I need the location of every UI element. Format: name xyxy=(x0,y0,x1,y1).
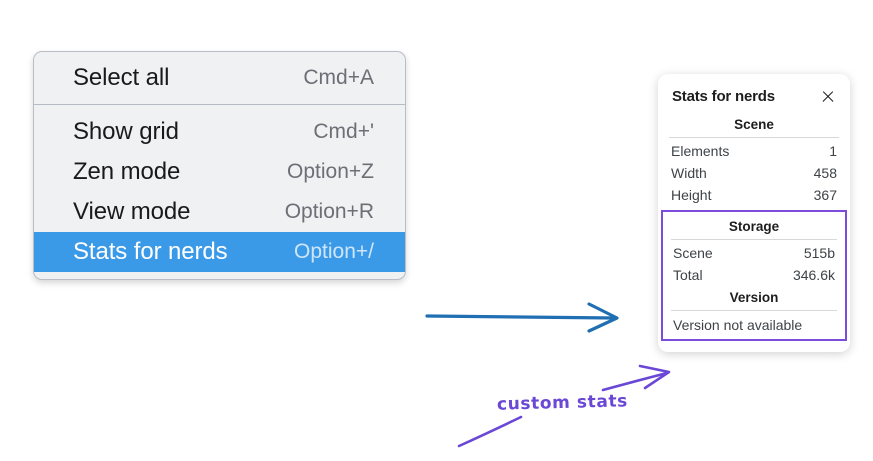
context-menu: Select all Cmd+A Show grid Cmd+' Zen mod… xyxy=(33,51,406,280)
version-text: Version not available xyxy=(673,317,803,333)
menu-item-view-mode-label: View mode xyxy=(73,198,191,225)
version-section-heading: Version xyxy=(729,290,779,305)
storage-section-heading: Storage xyxy=(728,219,780,234)
stat-key-elements: Elements xyxy=(671,143,730,159)
purple-arrow-icon xyxy=(601,364,671,392)
menu-item-stats-for-nerds-label: Stats for nerds xyxy=(73,238,228,265)
stats-panel-title: Stats for nerds xyxy=(672,88,775,105)
menu-item-view-mode[interactable]: View mode Option+R xyxy=(34,192,405,232)
stat-value-width: 458 xyxy=(813,165,837,181)
scene-divider xyxy=(669,137,839,138)
stat-key-storage-total: Total xyxy=(673,267,703,283)
menu-item-zen-mode[interactable]: Zen mode Option+Z xyxy=(34,152,405,192)
stat-value-height: 367 xyxy=(813,187,837,203)
custom-stats-annotation-label: custom stats xyxy=(496,391,629,415)
stat-row-storage-scene: Scene 515b xyxy=(663,242,845,264)
menu-divider xyxy=(34,104,405,105)
menu-item-show-grid-shortcut: Cmd+' xyxy=(313,120,374,143)
stats-for-nerds-panel: Stats for nerds Scene Elements 1 Width 4… xyxy=(658,74,850,352)
stat-key-height: Height xyxy=(671,187,712,203)
menu-item-zen-mode-shortcut: Option+Z xyxy=(287,160,374,183)
menu-item-show-grid-label: Show grid xyxy=(73,118,179,145)
stat-row-elements: Elements 1 xyxy=(658,140,850,162)
stats-panel-header: Stats for nerds xyxy=(658,84,850,113)
custom-stats-highlight-box: Storage Scene 515b Total 346.6k Version … xyxy=(661,210,847,341)
storage-divider xyxy=(671,239,837,240)
menu-item-select-all[interactable]: Select all Cmd+A xyxy=(34,58,405,98)
scene-section-heading: Scene xyxy=(734,117,774,132)
menu-item-select-all-shortcut: Cmd+A xyxy=(303,66,374,89)
stat-key-width: Width xyxy=(671,165,707,181)
menu-group-2: Show grid Cmd+' Zen mode Option+Z View m… xyxy=(34,112,405,272)
stat-value-storage-total: 346.6k xyxy=(792,267,835,283)
menu-item-view-mode-shortcut: Option+R xyxy=(284,200,374,223)
menu-item-zen-mode-label: Zen mode xyxy=(73,158,181,185)
menu-item-show-grid[interactable]: Show grid Cmd+' xyxy=(34,112,405,152)
menu-item-select-all-label: Select all xyxy=(73,64,170,91)
stat-row-height: Height 367 xyxy=(658,184,850,206)
purple-underline-icon xyxy=(457,415,523,448)
version-divider xyxy=(671,310,837,311)
menu-item-stats-for-nerds[interactable]: Stats for nerds Option+/ xyxy=(34,232,405,272)
menu-item-stats-for-nerds-shortcut: Option+/ xyxy=(294,240,374,263)
blue-arrow-icon xyxy=(425,302,619,333)
stat-key-storage-scene: Scene xyxy=(673,245,713,261)
stat-row-storage-total: Total 346.6k xyxy=(663,264,845,286)
menu-group-1: Select all Cmd+A xyxy=(34,58,405,98)
close-icon[interactable] xyxy=(820,89,836,105)
stat-value-storage-scene: 515b xyxy=(803,245,835,261)
stat-value-elements: 1 xyxy=(829,143,837,159)
stat-row-width: Width 458 xyxy=(658,162,850,184)
